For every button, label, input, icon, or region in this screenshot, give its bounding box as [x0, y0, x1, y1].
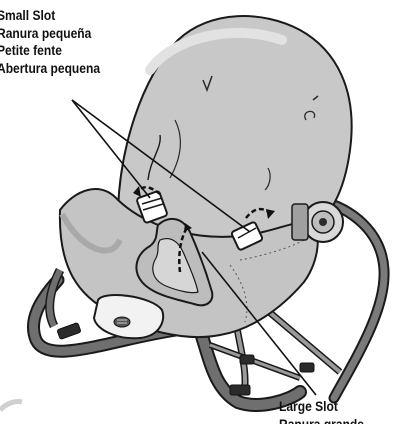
callout-large-slot: Large Slot Ranura grande: [279, 398, 364, 424]
toy-bar-mount: [292, 202, 343, 242]
partial-circle-mark: [0, 401, 22, 410]
small-slot-label-es: Ranura pequeña: [0, 25, 100, 43]
large-slot-label-en: Large Slot: [279, 398, 364, 414]
small-slot-label-pt: Abertura pequena: [0, 60, 100, 78]
callout-small-slot: Small Slot Ranura pequeña Petite fente A…: [0, 7, 100, 77]
large-slot-label-es: Ranura grande: [279, 416, 364, 424]
small-slot-label-fr: Petite fente: [0, 42, 100, 60]
small-slot-label-en: Small Slot: [0, 7, 100, 25]
